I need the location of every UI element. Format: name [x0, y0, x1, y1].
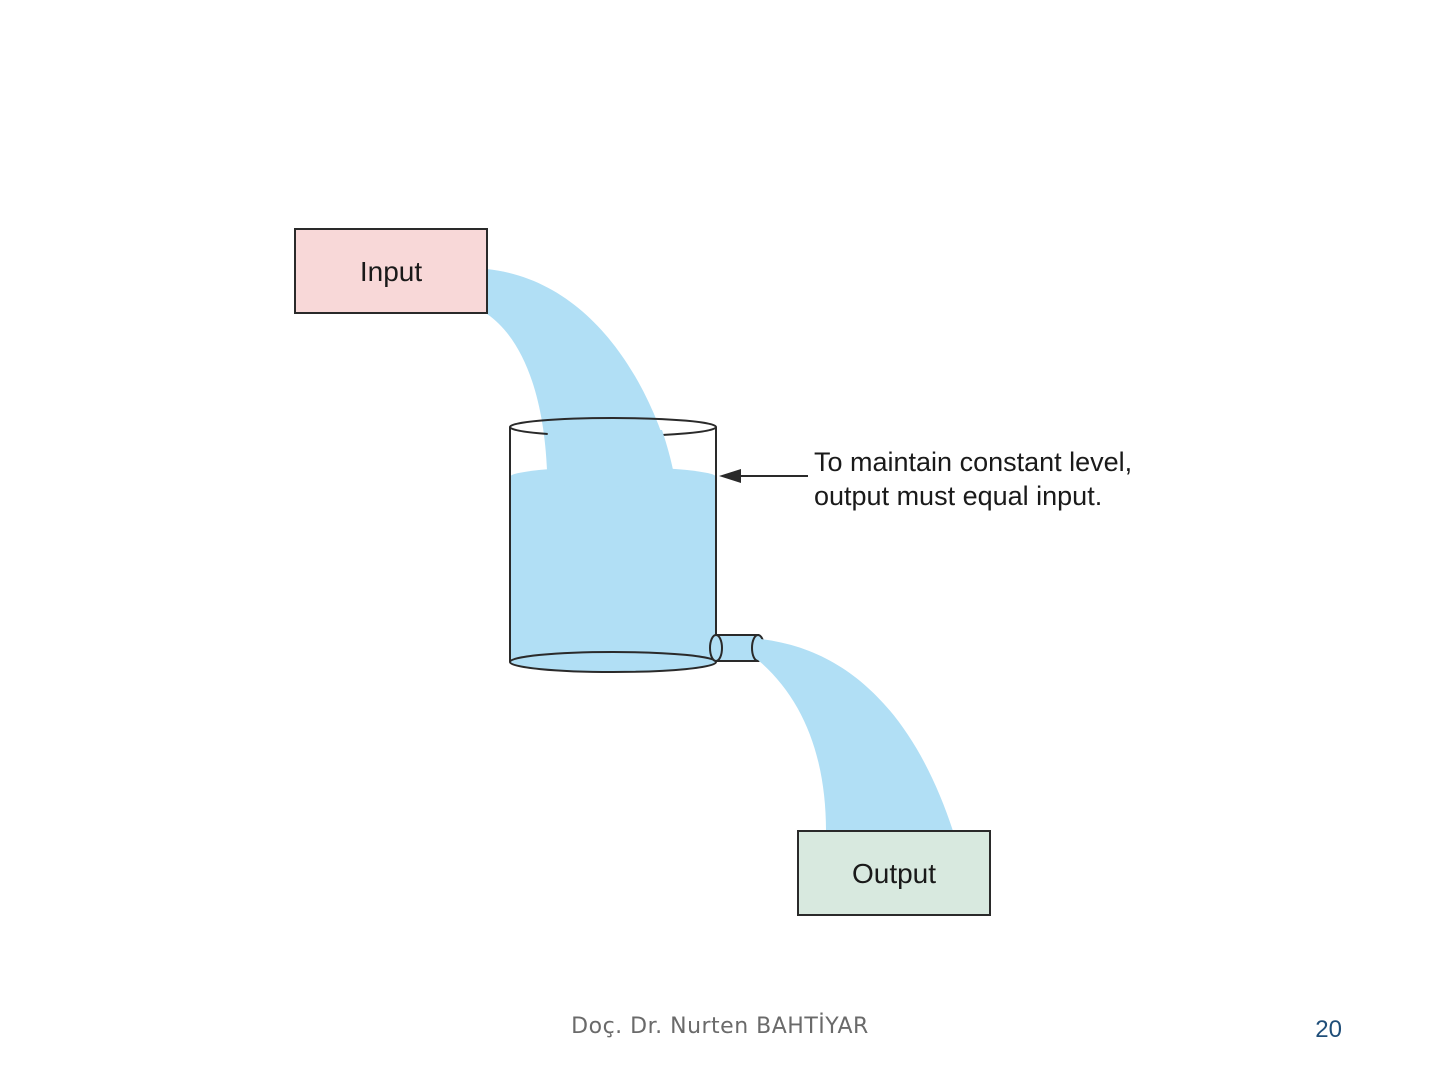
tank-bottom: [509, 651, 717, 673]
output-box: Output: [797, 830, 991, 916]
page-number: 20: [1315, 1016, 1342, 1043]
level-annotation-line1: To maintain constant level,: [814, 447, 1132, 477]
input-box-label: Input: [360, 256, 422, 287]
outlet-pipe: [709, 634, 765, 662]
tank: [509, 417, 717, 673]
input-water-stream-front: [547, 430, 673, 470]
footer-author: Doç. Dr. Nurten BAHTİYAR: [571, 1014, 869, 1039]
level-annotation-arrow: [719, 469, 808, 483]
output-box-label: Output: [852, 858, 936, 889]
input-box: Input: [294, 228, 488, 314]
tank-water-surface: [510, 467, 716, 487]
tank-water: [510, 477, 716, 672]
level-annotation-line2: output must equal input.: [814, 481, 1102, 511]
output-water-stream: [758, 639, 953, 831]
input-water-stream: [487, 269, 673, 470]
